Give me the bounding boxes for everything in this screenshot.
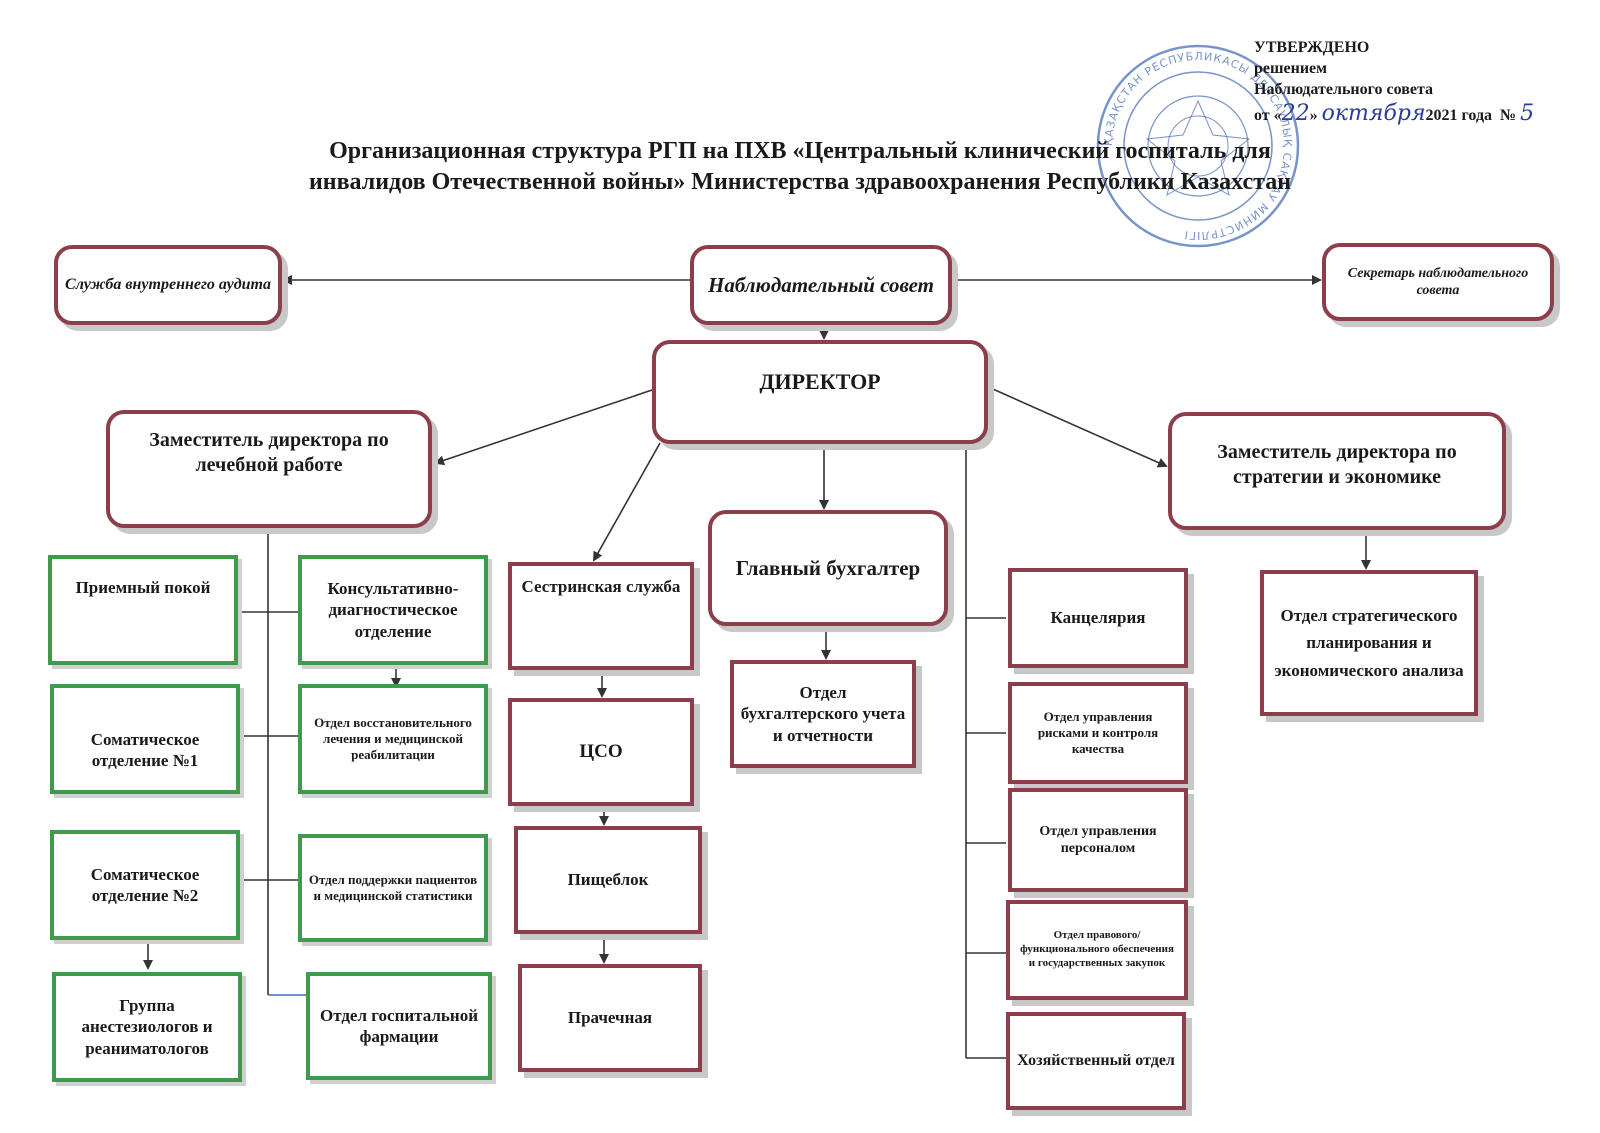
node-nursing: Сестринская служба — [508, 562, 694, 670]
approval-line2: решением — [1254, 59, 1328, 77]
node-planning: Отдел стратегического планирования и эко… — [1260, 570, 1478, 716]
date-month-handwritten: октября — [1321, 101, 1426, 127]
node-deputy-strategy: Заместитель директора по стратегии и эко… — [1168, 412, 1506, 530]
node-board: Наблюдательный совет — [690, 245, 952, 325]
page-title: Организационная структура РГП на ПХВ «Це… — [0, 136, 1600, 198]
approval-date-line: от «22» октября2021 года № 5 — [1254, 100, 1534, 129]
node-consult: Консультативно-диагностическое отделение — [298, 555, 488, 665]
date-prefix: от « — [1254, 107, 1282, 125]
node-somatic2: Соматическое отделение №2 — [50, 830, 240, 940]
node-audit: Служба внутреннего аудита — [54, 245, 282, 325]
node-anesth: Группа анестезиологов и реаниматологов — [52, 972, 242, 1082]
approval-line1: УТВЕРЖДЕНО — [1254, 39, 1370, 56]
approval-block: УТВЕРЖДЕНО решением Наблюдательного сове… — [1254, 38, 1534, 129]
node-cso: ЦСО — [508, 698, 694, 806]
node-kitchen: Пищеблок — [514, 826, 702, 934]
node-deputy-medical: Заместитель директора по лечебной работе — [106, 410, 432, 528]
node-chief-accountant: Главный бухгалтер — [708, 510, 948, 626]
node-patient-support: Отдел поддержки пациентов и медицинской … — [298, 834, 488, 942]
node-accounting: Отдел бухгалтерского учета и отчетности — [730, 660, 916, 768]
number-label: № — [1500, 107, 1517, 125]
node-rehab: Отдел восстановительного лечения и медиц… — [298, 684, 488, 794]
node-admission: Приемный покой — [48, 555, 238, 665]
node-director: ДИРЕКТОР — [652, 340, 988, 444]
node-hr: Отдел управления персоналом — [1008, 788, 1188, 892]
node-laundry: Прачечная — [518, 964, 702, 1072]
node-pharmacy: Отдел госпитальной фармации — [306, 972, 492, 1080]
node-somatic1: Соматическое отделение №1 — [50, 684, 240, 794]
date-mid: » — [1309, 107, 1318, 125]
node-risk: Отдел управления рисками и контроля каче… — [1008, 682, 1188, 784]
node-secretary: Секретарь наблюдательного совета — [1322, 243, 1554, 321]
node-household: Хозяйственный отдел — [1006, 1012, 1186, 1110]
title-line1: Организационная структура РГП на ПХВ «Це… — [329, 138, 1271, 164]
node-legal: Отдел правового/ функционального обеспеч… — [1006, 900, 1188, 1000]
approval-line3: Наблюдательного совета — [1254, 80, 1433, 98]
decision-number-handwritten: 5 — [1520, 101, 1535, 127]
node-office: Канцелярия — [1008, 568, 1188, 668]
official-seal: ҚАЗАҚСТАН РЕСПУБЛИКАСЫ ДЕНСАУЛЫҚ САҚТАУ … — [1096, 44, 1300, 248]
date-day-handwritten: 22 — [1281, 101, 1310, 127]
date-year: 2021 года — [1425, 107, 1493, 125]
title-line2: инвалидов Отечественной войны» Министерс… — [308, 169, 1292, 196]
